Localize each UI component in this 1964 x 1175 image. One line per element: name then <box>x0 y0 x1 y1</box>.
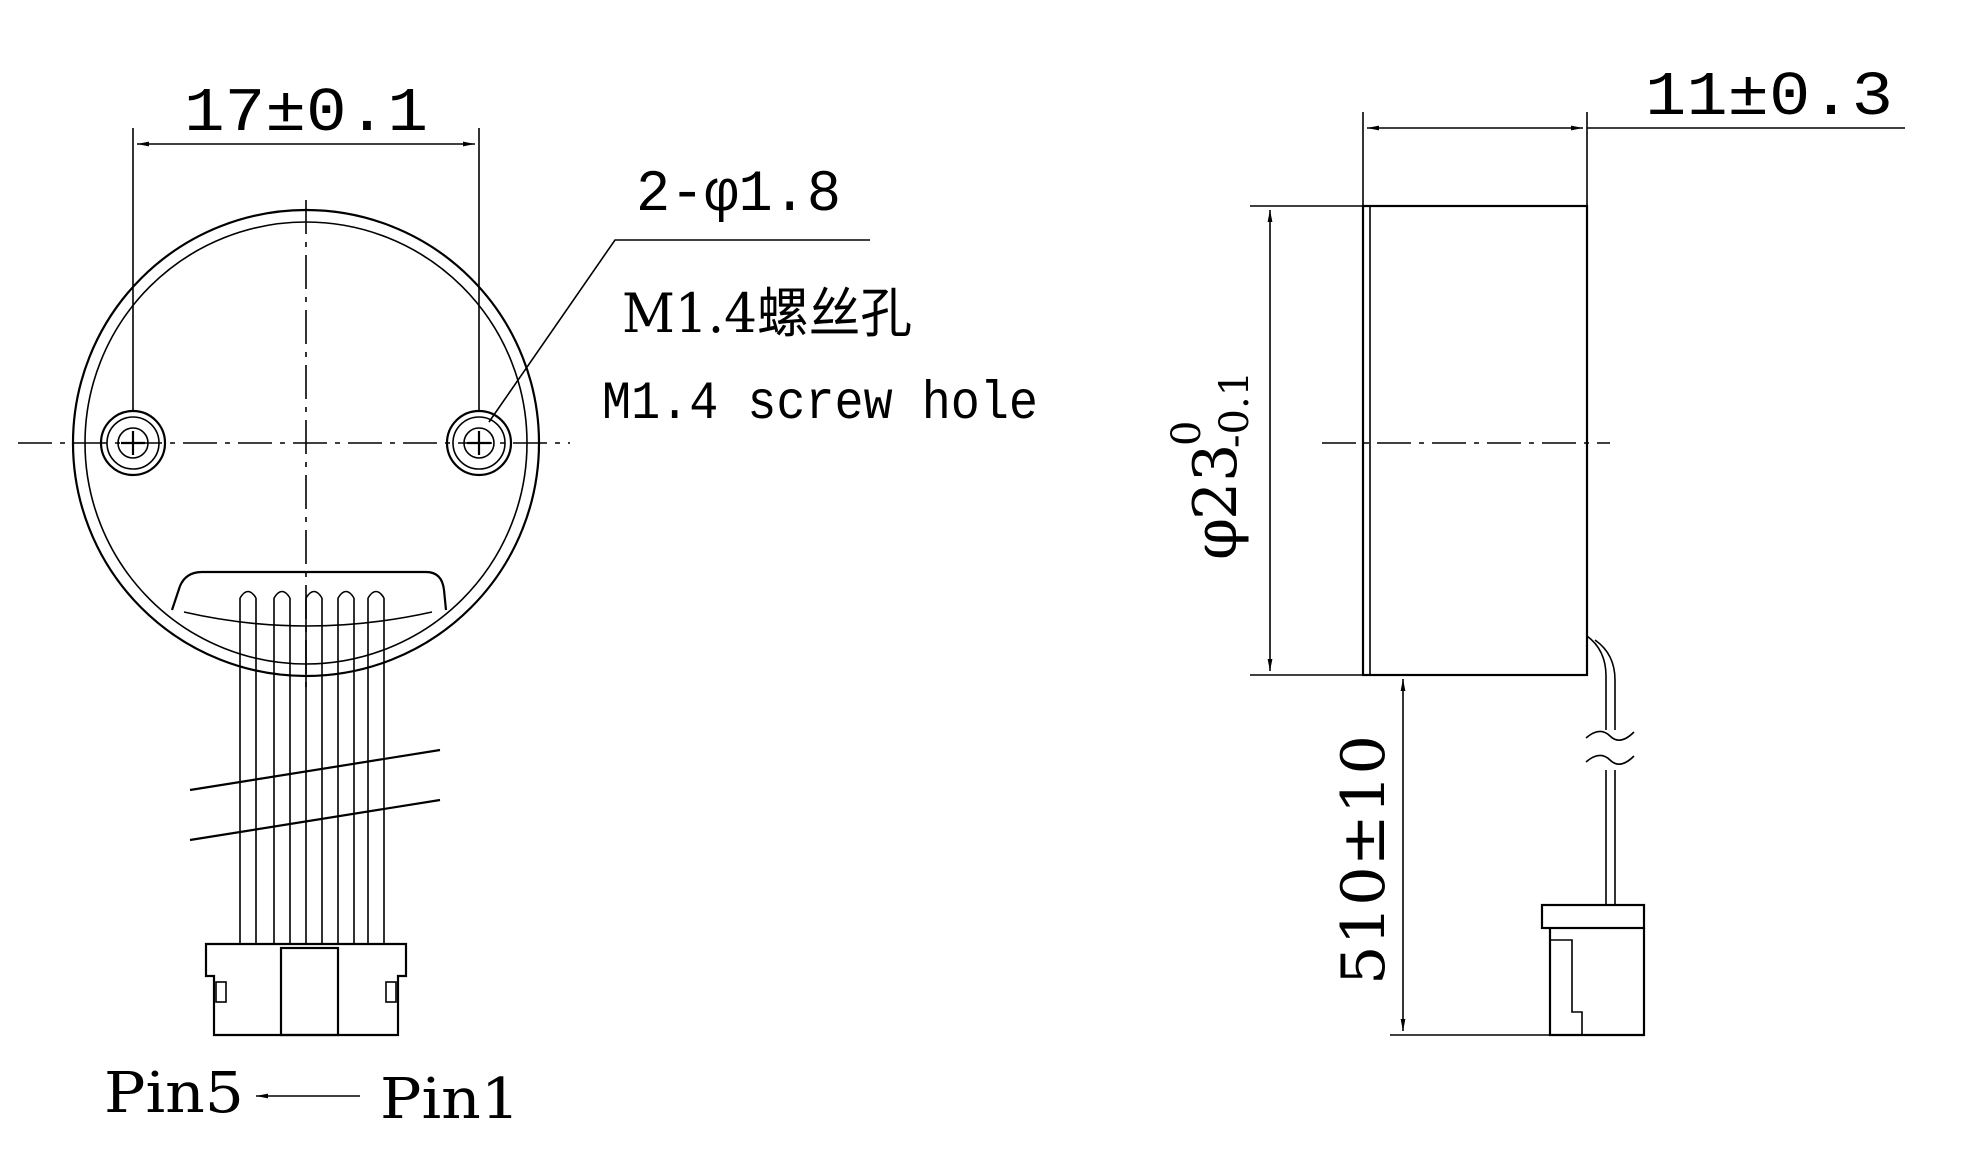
wire-bundle <box>239 590 385 944</box>
width-dimension-label: 17±0.1 <box>184 78 428 149</box>
diameter-dimension-label: φ 23 0 -0.1 <box>1164 371 1258 560</box>
hole-en-label: M1.4 screw hole <box>602 374 1038 435</box>
hole-count-label: 2-φ1.8 <box>636 163 841 228</box>
svg-text:0: 0 <box>1164 421 1210 446</box>
side-cable <box>1586 635 1616 730</box>
hole-leader-line <box>488 239 870 423</box>
break-line-upper <box>189 748 441 792</box>
cable-break-symbol <box>1585 730 1635 765</box>
svg-text:23: 23 <box>1181 444 1251 520</box>
connector-side <box>1540 903 1646 1037</box>
length-dimension-label: 510±10 <box>1329 735 1399 985</box>
pin1-label: Pin1 <box>380 1067 520 1132</box>
svg-text:-0.1: -0.1 <box>1212 371 1258 448</box>
front-view: 17±0.1 2-φ1.8 M1.4螺丝孔 M1.4 screw hole <box>18 78 1038 1132</box>
break-line-lower <box>189 798 441 842</box>
connector-front <box>204 942 408 1037</box>
hole-cn-label: M1.4螺丝孔 <box>622 282 912 345</box>
svg-text:φ: φ <box>1181 518 1251 560</box>
side-view: 11±0.3 φ 23 0 -0.1 510±10 <box>1164 62 1905 1037</box>
depth-dimension-label: 11±0.3 <box>1645 62 1893 133</box>
pin5-label: Pin5 <box>104 1061 244 1126</box>
body-side <box>1361 204 1589 677</box>
cable-boss <box>170 570 448 611</box>
